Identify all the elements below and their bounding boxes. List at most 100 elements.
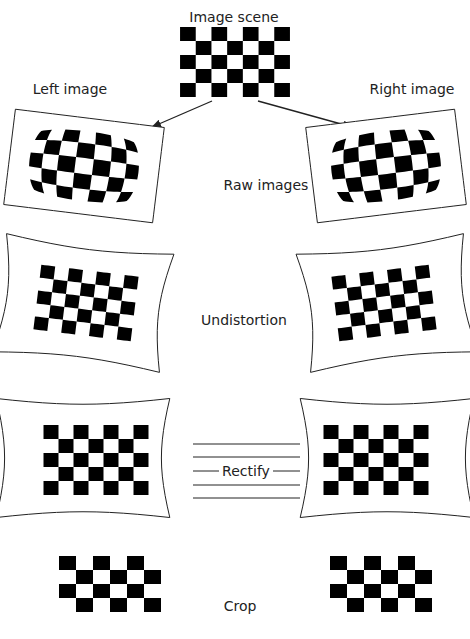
checker-square — [358, 133, 374, 147]
checker-square — [331, 275, 346, 290]
checker-square — [44, 481, 59, 495]
checker-square — [369, 467, 384, 481]
checker-square — [378, 309, 393, 324]
checker-square — [77, 309, 92, 324]
checker-square — [52, 279, 67, 294]
checker-square — [274, 83, 290, 97]
undistorted-outline — [0, 234, 174, 373]
checker-square — [211, 27, 227, 41]
checker-square — [127, 556, 144, 570]
checker-square — [330, 584, 347, 598]
checker-square — [120, 301, 135, 316]
checker-square — [29, 152, 43, 168]
checker-square — [347, 598, 364, 612]
checker-square — [80, 283, 95, 298]
rectified-outline — [0, 398, 170, 517]
checker-square — [347, 286, 362, 301]
checker-square — [211, 55, 227, 69]
checker-square — [104, 453, 119, 467]
checker-square — [339, 467, 354, 481]
checker-square — [274, 55, 290, 69]
checker-square — [180, 55, 196, 69]
stage-label: Crop — [224, 598, 257, 615]
checker-square — [37, 291, 52, 306]
checker-square — [413, 168, 429, 185]
checker-square — [95, 272, 110, 287]
checker-square — [92, 297, 107, 312]
checker-square — [415, 265, 430, 280]
checker-square — [93, 556, 110, 570]
checker-square — [73, 173, 92, 190]
checker-square — [92, 159, 111, 177]
checker-square — [110, 598, 127, 612]
checker-square — [378, 173, 397, 190]
checker-square — [381, 598, 398, 612]
epipolar-lines — [193, 444, 300, 498]
checker-square — [418, 291, 433, 306]
checker-square — [57, 155, 76, 173]
checker-square — [119, 439, 134, 453]
checker-square — [414, 481, 429, 495]
checker-square — [211, 83, 227, 97]
view-label: Left image — [33, 81, 107, 98]
checker-square — [30, 179, 44, 193]
checker-square — [339, 439, 354, 453]
checker-square — [56, 185, 72, 199]
checker-square — [134, 425, 149, 439]
checker-square — [421, 316, 436, 331]
checker-square — [59, 467, 74, 481]
checker-square — [41, 168, 57, 185]
checker-square — [324, 481, 339, 495]
checker-square — [394, 155, 413, 173]
stage-label: Raw images — [224, 177, 309, 194]
checker-square — [343, 147, 359, 164]
checker-square — [406, 305, 421, 320]
checker-square — [384, 425, 399, 439]
checker-square — [418, 130, 435, 140]
checker-square — [59, 556, 76, 570]
checker-square — [119, 467, 134, 481]
checker-square — [180, 27, 196, 41]
checker-square — [402, 279, 417, 294]
checker-square — [414, 453, 429, 467]
checker-square — [354, 453, 369, 467]
checker-square — [144, 598, 161, 612]
checker-square — [76, 598, 93, 612]
checker-square — [243, 27, 259, 41]
checker-square — [369, 439, 384, 453]
checker-square — [399, 467, 414, 481]
checker-square — [384, 453, 399, 467]
checker-square — [123, 275, 138, 290]
checker-square — [347, 570, 364, 584]
undistorted-outline — [296, 234, 470, 373]
checker-square — [35, 130, 52, 140]
checker-square — [415, 598, 432, 612]
checker-square — [387, 268, 402, 283]
checker-square — [104, 312, 119, 327]
checker-square — [40, 265, 55, 280]
checker-square — [415, 570, 432, 584]
checker-square — [64, 294, 79, 309]
checker-square — [426, 179, 440, 193]
checker-square — [95, 133, 111, 147]
checker-square — [427, 152, 441, 168]
checker-square — [180, 83, 196, 97]
checker-square — [127, 584, 144, 598]
checker-square — [104, 425, 119, 439]
checker-square — [89, 439, 104, 453]
checker-square — [397, 185, 413, 199]
checker-square — [74, 481, 89, 495]
checker-square — [331, 164, 345, 180]
checker-square — [330, 556, 347, 570]
checker-square — [354, 481, 369, 495]
checker-square — [44, 425, 59, 439]
checker-square — [59, 439, 74, 453]
checker-square — [324, 425, 339, 439]
checker-square — [375, 142, 394, 159]
checker-square — [227, 69, 243, 83]
checker-square — [93, 584, 110, 598]
checker-square — [399, 439, 414, 453]
checker-square — [259, 41, 275, 55]
checker-square — [88, 190, 107, 203]
checker-square — [76, 142, 95, 159]
